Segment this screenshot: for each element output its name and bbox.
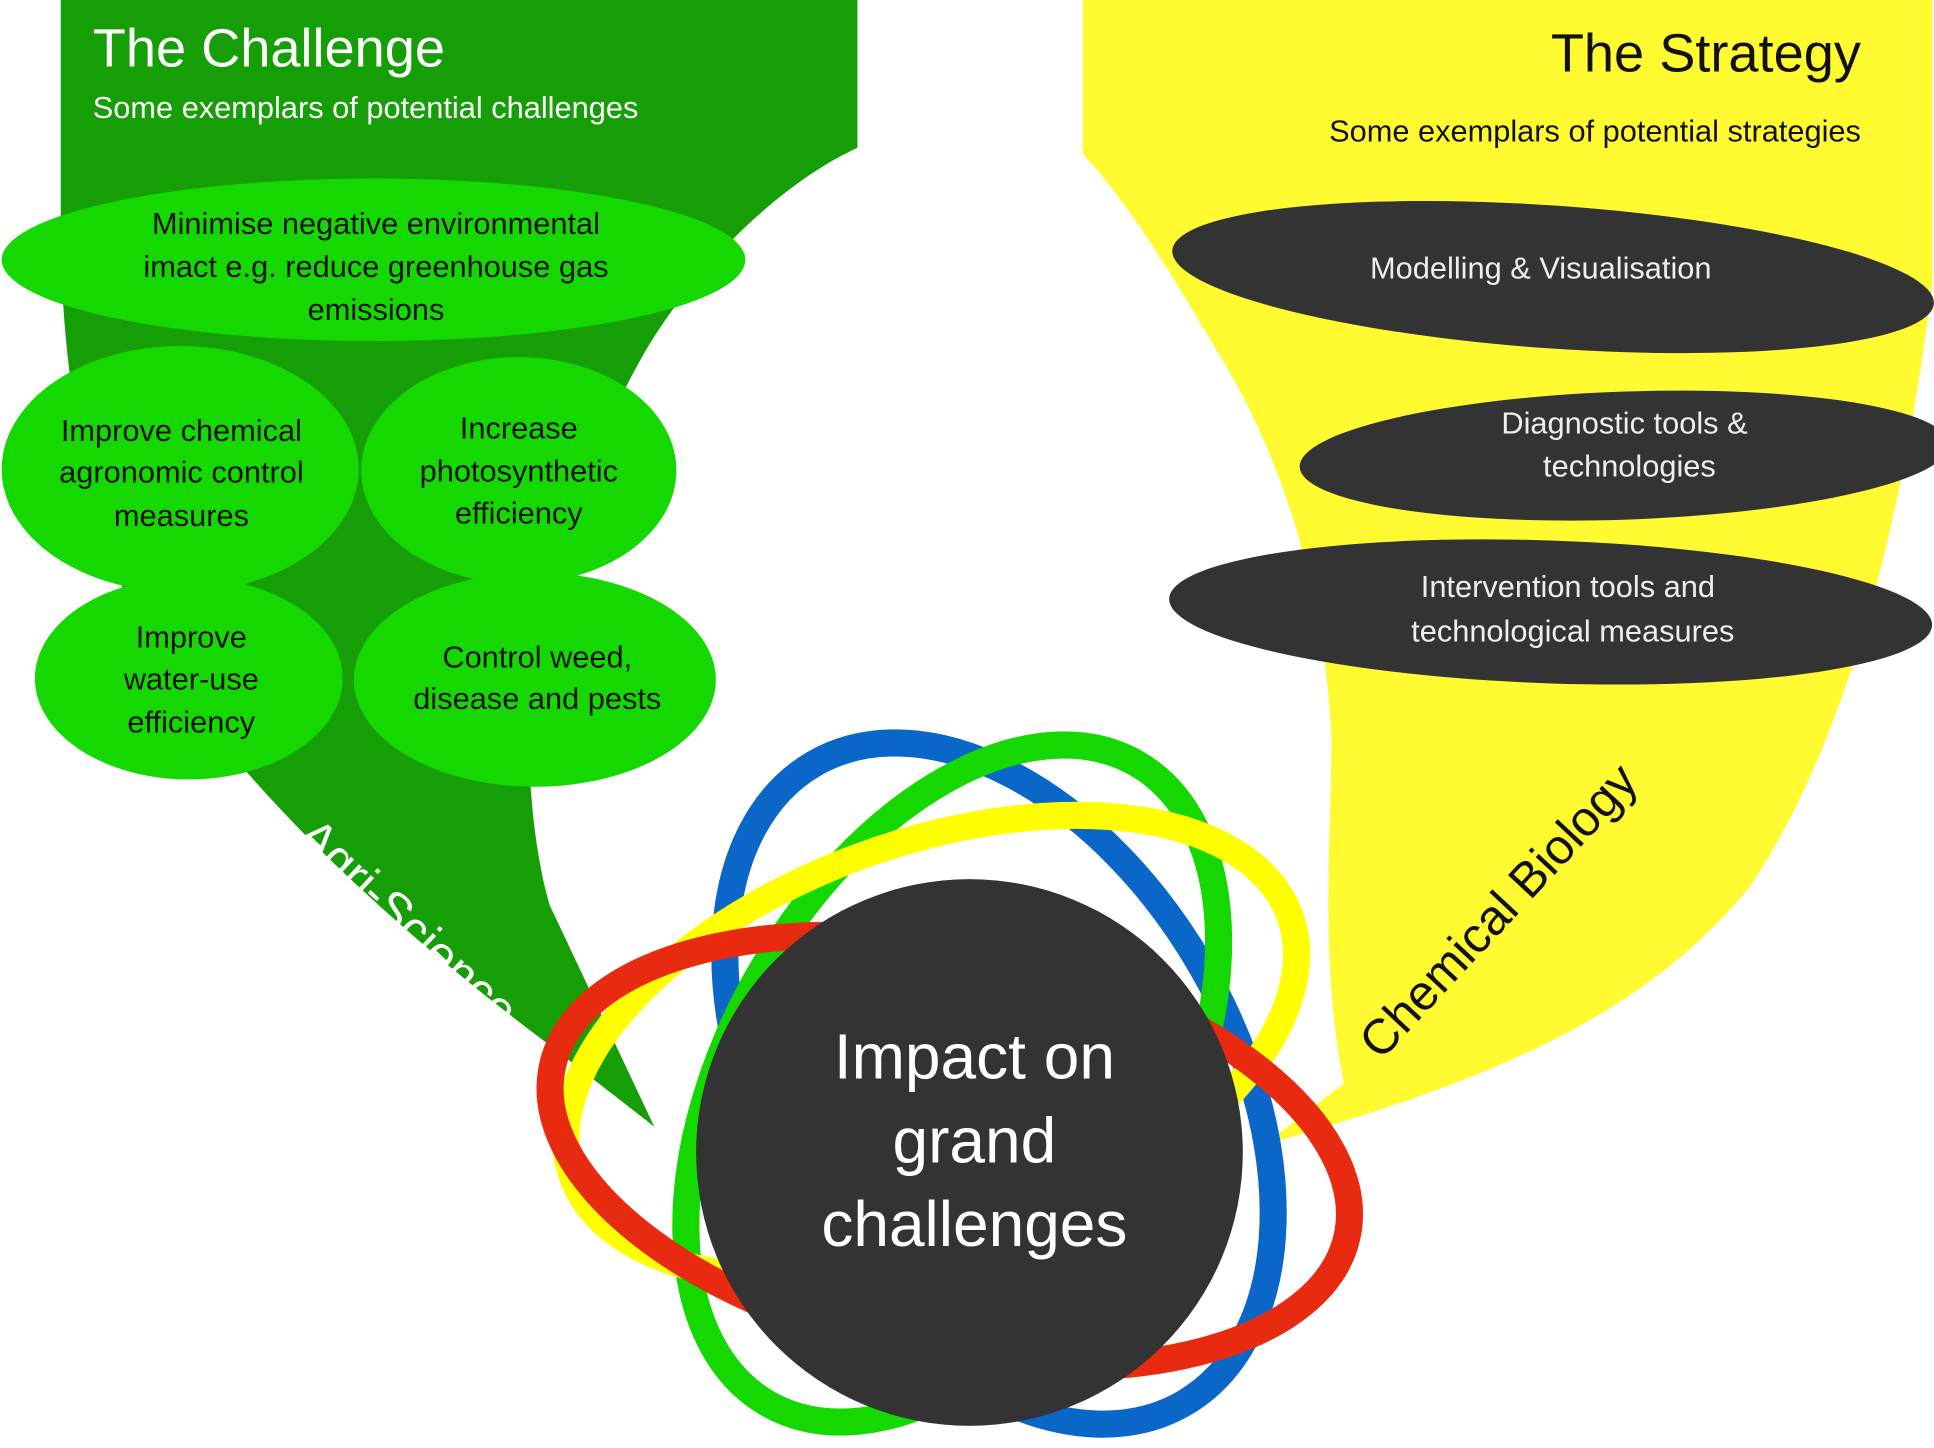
hub-line: challenges (821, 1188, 1127, 1260)
challenge-bubble-chemical-control: Improve chemical agronomic control measu… (1, 345, 359, 593)
impact-hub: Impact on grand challenges (696, 879, 1243, 1426)
bubble-line: photosynthetic (420, 453, 618, 488)
challenge-bubble-water-use: Improve water-use efficiency (34, 577, 343, 780)
bubble-line: emissions (308, 292, 445, 327)
strategy-title: The Strategy (1551, 23, 1861, 83)
bubble-line: Intervention tools and (1421, 569, 1715, 604)
bubble-line: technologies (1543, 449, 1716, 484)
strategy-subtitle: Some exemplars of potential strategies (1329, 114, 1861, 149)
challenge-bubble-photosynthesis: Increase photosynthetic efficiency (361, 357, 677, 584)
bubble-line: Increase (460, 410, 578, 445)
bubble-line: water-use (123, 662, 259, 697)
strategy-bubble-diagnostic: Diagnostic tools & technologies (1299, 390, 1934, 521)
bubble-line: Diagnostic tools & (1501, 405, 1748, 440)
challenge-subtitle: Some exemplars of potential challenges (93, 90, 639, 125)
strategy-bubble-intervention: Intervention tools and technological mea… (1169, 539, 1933, 685)
bubble-line: efficiency (127, 705, 255, 740)
bubble-line: Improve chemical (61, 413, 302, 448)
hub-line: Impact on (834, 1021, 1115, 1093)
bubble-line: agronomic control (59, 455, 304, 490)
challenge-bubble-weed-control: Control weed, disease and pests (353, 572, 716, 787)
bubble-line: disease and pests (413, 681, 661, 716)
challenge-bubble-environment: Minimise negative environmental imact e.… (1, 178, 746, 342)
bubble-line: efficiency (455, 495, 583, 530)
bubble-line: Modelling & Visualisation (1370, 250, 1711, 285)
bubble-line: Improve (136, 620, 247, 655)
bubble-line: Minimise negative environmental (152, 206, 600, 241)
challenge-title: The Challenge (93, 18, 445, 78)
bubble-line: technological measures (1411, 614, 1734, 649)
bubble-line: imact e.g. reduce greenhouse gas (143, 249, 608, 284)
hub-line: grand (893, 1104, 1057, 1176)
strategy-bubble-modelling: Modelling & Visualisation (1172, 200, 1934, 354)
bubble-line: Control weed, (442, 639, 632, 674)
bubble-line: measures (114, 498, 249, 533)
